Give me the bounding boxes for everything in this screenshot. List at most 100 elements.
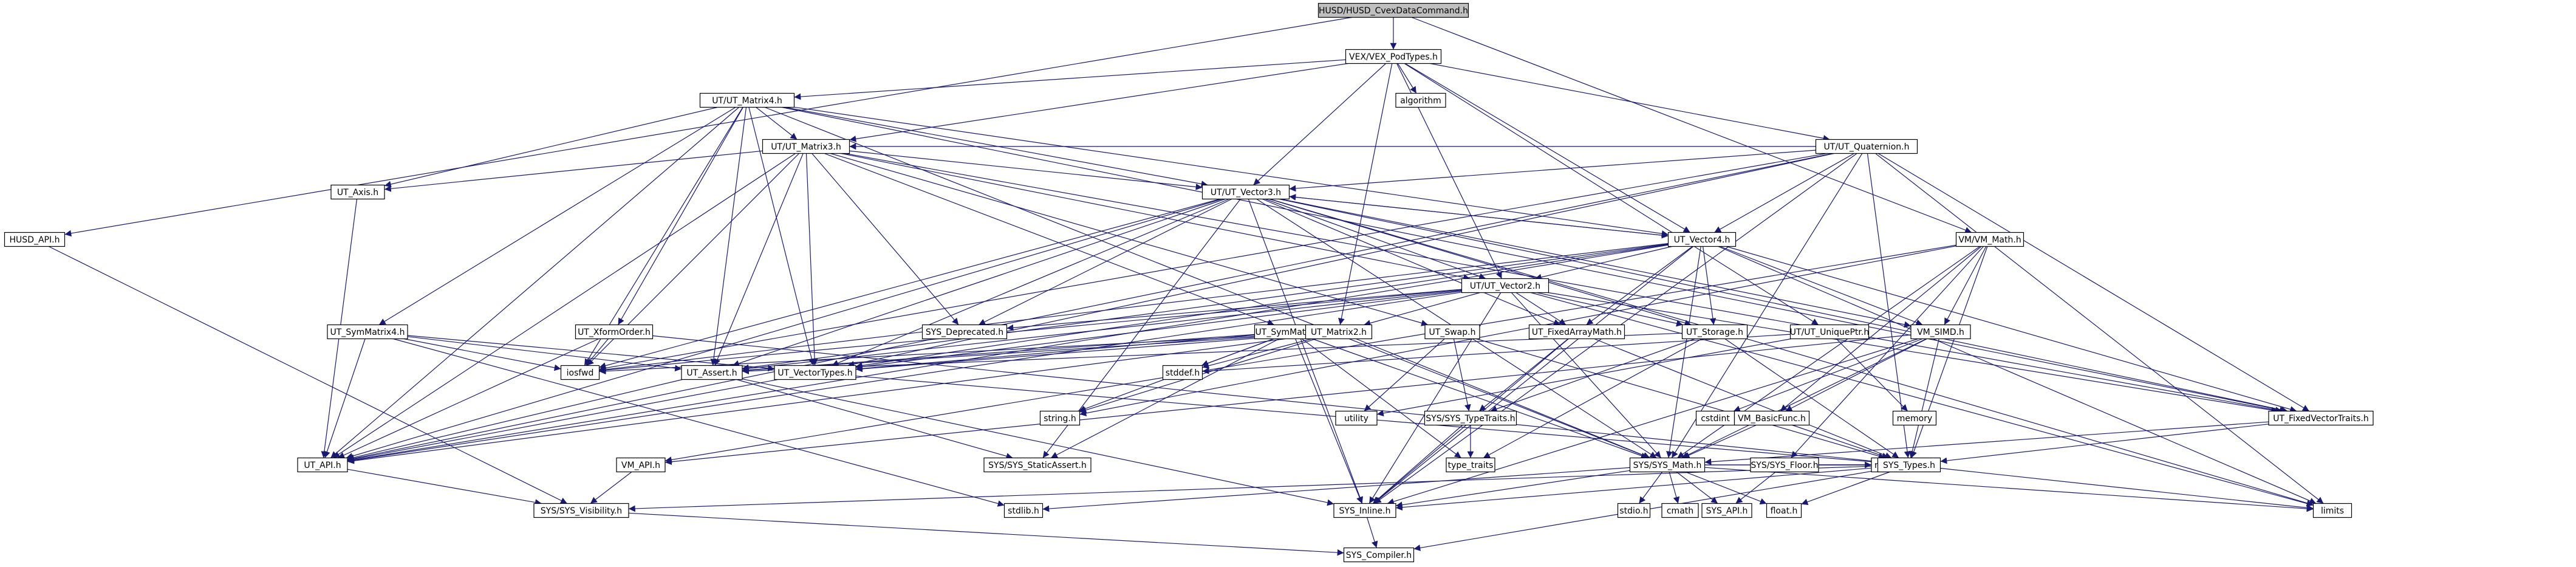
node-box[interactable]	[762, 139, 850, 154]
node-stddef[interactable]: stddef.h	[1162, 365, 1203, 380]
node-v3[interactable]: UT/UT_Vector3.h	[1201, 184, 1290, 200]
node-stdlib[interactable]: stdlib.h	[1003, 503, 1044, 518]
node-fam[interactable]: UT_FixedArrayMath.h	[1528, 324, 1625, 340]
node-box[interactable]	[327, 324, 408, 340]
node-box[interactable]	[1701, 503, 1752, 518]
node-basicfunc[interactable]: VM_BasicFunc.h	[1734, 410, 1810, 426]
node-box[interactable]	[1395, 92, 1446, 108]
node-xform[interactable]: UT_XformOrder.h	[575, 324, 654, 340]
node-deprecated[interactable]: SYS_Deprecated.h	[921, 324, 1008, 340]
edge-vmapi-to-visibility	[590, 472, 632, 504]
node-box[interactable]	[1681, 324, 1748, 340]
node-box[interactable]	[1333, 503, 1396, 518]
node-box[interactable]	[1734, 410, 1810, 426]
node-uniqueptr[interactable]: UT/UT_UniquePtr.h	[1789, 324, 1870, 340]
node-utility[interactable]: utility	[1335, 410, 1378, 426]
node-floath[interactable]: float.h	[1766, 503, 1802, 518]
node-algorithm[interactable]: algorithm	[1395, 92, 1446, 108]
node-label: HUSD/HUSD_CvexDataCommand.h	[1319, 6, 1468, 16]
node-vmmath[interactable]: VM/VM_Math.h	[1955, 232, 2024, 247]
node-compiler[interactable]: SYS_Compiler.h	[1343, 547, 1415, 563]
node-box[interactable]	[1343, 547, 1415, 563]
node-box[interactable]	[699, 92, 795, 108]
node-systypes[interactable]: SYS_Types.h	[1877, 457, 1941, 473]
node-box[interactable]	[1335, 410, 1378, 426]
node-root[interactable]: HUSD/HUSD_CvexDataCommand.h	[1317, 2, 1469, 18]
node-utapi[interactable]: UT_API.h	[297, 457, 348, 473]
node-box[interactable]	[1345, 49, 1442, 64]
node-box[interactable]	[1446, 457, 1495, 473]
node-sym4[interactable]: UT_SymMatrix4.h	[327, 324, 408, 340]
node-box[interactable]	[1766, 503, 1802, 518]
node-inline[interactable]: SYS_Inline.h	[1333, 503, 1396, 518]
node-m3[interactable]: UT/UT_Matrix3.h	[762, 139, 850, 154]
node-box[interactable]	[1201, 184, 1290, 200]
node-box[interactable]	[1317, 2, 1469, 18]
node-type_traits[interactable]: type_traits	[1446, 457, 1495, 473]
node-iosfwd[interactable]: iosfwd	[560, 365, 600, 380]
node-box[interactable]	[1629, 457, 1706, 473]
node-assert[interactable]: UT_Assert.h	[681, 365, 743, 380]
node-box[interactable]	[681, 365, 743, 380]
node-stdio[interactable]: stdio.h	[1617, 503, 1651, 518]
node-box[interactable]	[921, 324, 1008, 340]
node-box[interactable]	[1528, 324, 1625, 340]
node-vmapi[interactable]: VM_API.h	[616, 457, 666, 473]
node-box[interactable]	[1667, 232, 1737, 247]
node-box[interactable]	[575, 324, 654, 340]
node-sysapi[interactable]: SYS_API.h	[1701, 503, 1752, 518]
node-box[interactable]	[1039, 410, 1081, 426]
node-string[interactable]: string.h	[1039, 410, 1081, 426]
node-box[interactable]	[983, 457, 1092, 473]
node-v2[interactable]: UT/UT_Vector2.h	[1461, 278, 1549, 294]
node-box[interactable]	[1003, 503, 1044, 518]
node-box[interactable]	[1892, 410, 1937, 426]
node-vex[interactable]: VEX/VEX_PodTypes.h	[1345, 49, 1442, 64]
node-m2[interactable]: UT_Matrix2.h	[1305, 324, 1373, 340]
node-box[interactable]	[1955, 232, 2024, 247]
node-typetraits[interactable]: SYS/SYS_TypeTraits.h	[1424, 410, 1517, 426]
node-box[interactable]	[4, 232, 66, 247]
node-axis[interactable]: UT_Axis.h	[330, 184, 385, 200]
node-box[interactable]	[297, 457, 348, 473]
node-staticassert[interactable]: SYS/SYS_StaticAssert.h	[983, 457, 1092, 473]
node-cmath[interactable]: cmath	[1661, 503, 1699, 518]
edge-swap-to-utility	[1364, 338, 1445, 411]
node-box[interactable]	[1750, 457, 1819, 473]
node-box[interactable]	[1424, 410, 1517, 426]
node-box[interactable]	[1815, 139, 1918, 154]
node-box[interactable]	[1910, 324, 1971, 340]
node-v4[interactable]: UT_Vector4.h	[1667, 232, 1737, 247]
node-box[interactable]	[616, 457, 666, 473]
node-husdapi[interactable]: HUSD_API.h	[4, 232, 66, 247]
node-swap[interactable]: UT_Swap.h	[1424, 324, 1480, 340]
node-box[interactable]	[2268, 410, 2374, 426]
node-box[interactable]	[533, 503, 629, 518]
node-box[interactable]	[1877, 457, 1941, 473]
node-box[interactable]	[1461, 278, 1549, 294]
node-storage[interactable]: UT_Storage.h	[1681, 324, 1748, 340]
node-fvt[interactable]: UT_FixedVectorTraits.h	[2268, 410, 2374, 426]
node-quat[interactable]: UT/UT_Quaternion.h	[1815, 139, 1918, 154]
node-box[interactable]	[1424, 324, 1480, 340]
node-memory[interactable]: memory	[1892, 410, 1937, 426]
node-limits[interactable]: limits	[2312, 503, 2352, 518]
node-box[interactable]	[1789, 324, 1870, 340]
node-label: UT_Matrix2.h	[1311, 328, 1367, 337]
node-sysmath[interactable]: SYS/SYS_Math.h	[1629, 457, 1706, 473]
edge-sysmath-to-cmath	[1669, 472, 1680, 504]
node-box[interactable]	[330, 184, 385, 200]
node-vectypes[interactable]: UT_VectorTypes.h	[774, 365, 856, 380]
node-box[interactable]	[1617, 503, 1651, 518]
node-cstdint[interactable]: cstdint	[1695, 410, 1735, 426]
node-box[interactable]	[1162, 365, 1203, 380]
node-box[interactable]	[1305, 324, 1373, 340]
node-box[interactable]	[560, 365, 600, 380]
node-visibility[interactable]: SYS/SYS_Visibility.h	[533, 503, 629, 518]
node-box[interactable]	[774, 365, 856, 380]
node-sysfloor[interactable]: SYS/SYS_Floor.h	[1750, 457, 1819, 473]
node-m4[interactable]: UT/UT_Matrix4.h	[699, 92, 795, 108]
node-box[interactable]	[2312, 503, 2352, 518]
node-simd[interactable]: VM_SIMD.h	[1910, 324, 1971, 340]
node-box[interactable]	[1661, 503, 1699, 518]
